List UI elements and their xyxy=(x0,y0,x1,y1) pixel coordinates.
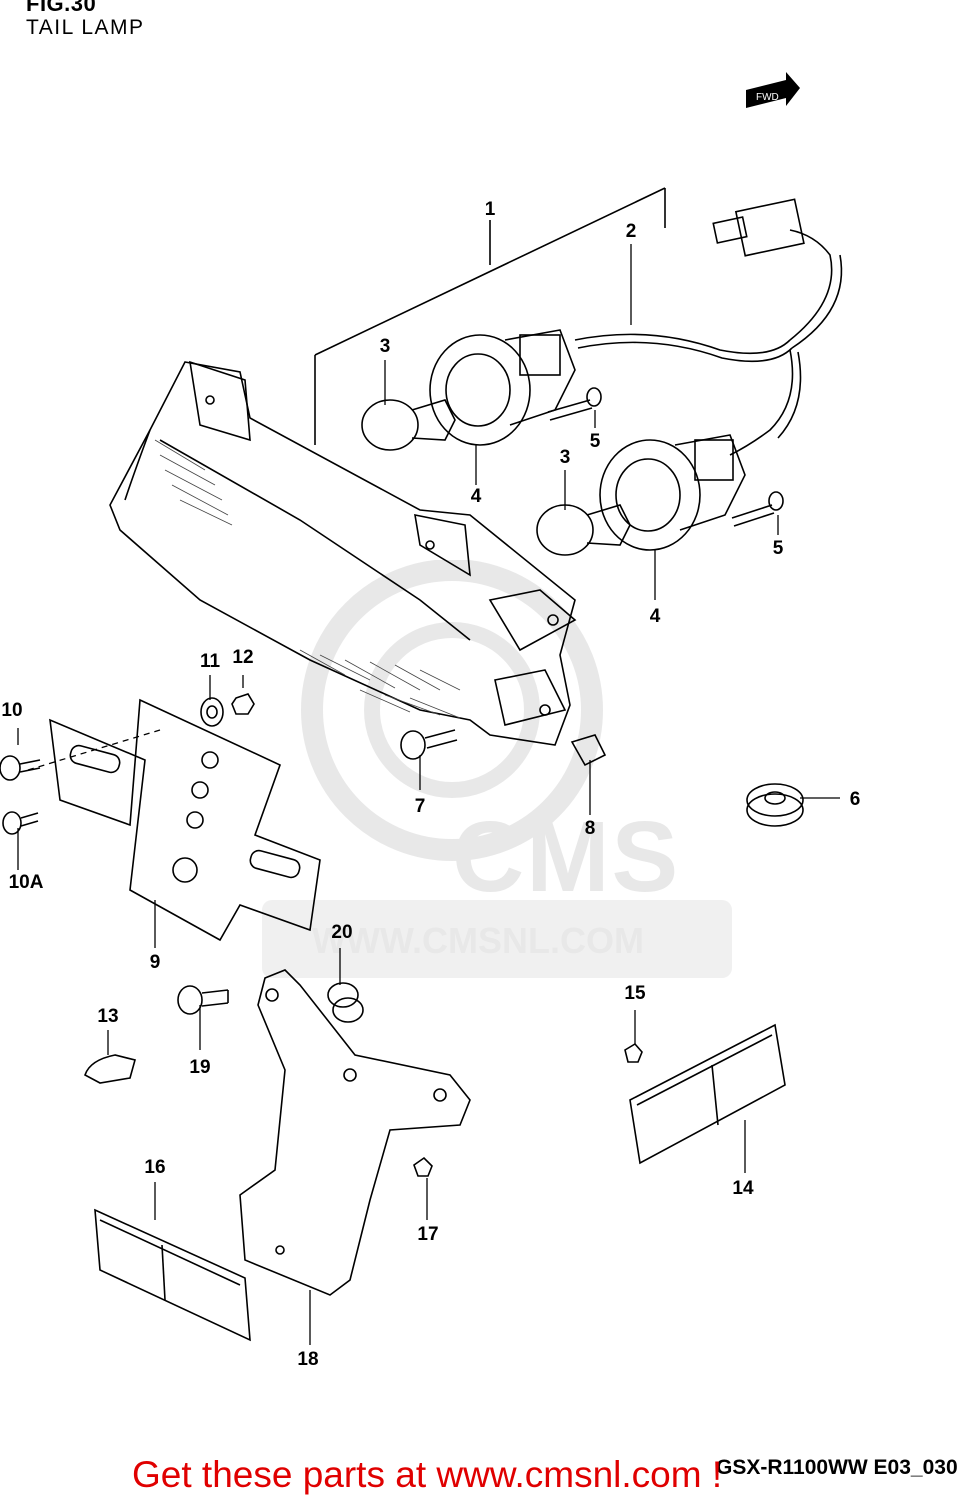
nut-17 xyxy=(413,1156,433,1177)
callout-19[interactable]: 19 xyxy=(189,1057,211,1078)
callout-15[interactable]: 15 xyxy=(624,983,646,1004)
watermark-brand: CMS xyxy=(452,801,681,913)
figure-title: FIG.30 xyxy=(26,0,97,16)
screw-lower xyxy=(731,491,784,527)
callout-17[interactable]: 17 xyxy=(417,1224,439,1245)
nut-12 xyxy=(231,693,255,715)
callout-14[interactable]: 14 xyxy=(732,1178,754,1199)
callout-3-lower[interactable]: 3 xyxy=(559,447,571,468)
plate-bracket-9 xyxy=(49,698,321,942)
figure-header: FIG.30 TAIL LAMP xyxy=(26,0,145,40)
bulb-socket-lower xyxy=(599,434,746,551)
callout-4-lower[interactable]: 4 xyxy=(649,606,661,627)
fwd-arrow-icon: FWD xyxy=(746,72,800,108)
figure-subtitle: TAIL LAMP xyxy=(26,16,145,39)
watermark-logo-icon xyxy=(262,559,732,978)
reflector-16 xyxy=(94,1208,251,1342)
callout-5-lower[interactable]: 5 xyxy=(772,538,784,559)
leader-lines xyxy=(17,244,840,1345)
callout-10[interactable]: 10 xyxy=(1,700,23,721)
callout-5-upper[interactable]: 5 xyxy=(589,431,601,452)
promo-link[interactable]: Get these parts at www.cmsnl.com ! xyxy=(132,1454,723,1495)
clip-8 xyxy=(570,734,607,767)
callout-20[interactable]: 20 xyxy=(331,922,353,943)
model-code: GSX-R1100WW E03_030 xyxy=(716,1456,958,1479)
collar-20 xyxy=(327,982,364,1023)
callout-11[interactable]: 11 xyxy=(199,651,221,672)
callout-4-upper[interactable]: 4 xyxy=(470,486,482,507)
callout-1[interactable]: 1 xyxy=(484,199,496,220)
callout-10a[interactable]: 10A xyxy=(8,872,44,893)
washer-11 xyxy=(200,697,224,727)
callout-16[interactable]: 16 xyxy=(144,1157,166,1178)
reflector-14 xyxy=(629,1023,786,1165)
wiring-harness xyxy=(574,198,843,456)
assembly-bracket-1 xyxy=(314,187,666,445)
watermark: CMS WWW.CMSNL.COM xyxy=(262,559,732,980)
cap-13 xyxy=(84,1054,136,1084)
bolt-10 xyxy=(0,755,41,781)
fwd-direction-marker: FWD xyxy=(742,70,802,125)
callout-9[interactable]: 9 xyxy=(149,952,161,973)
callout-13[interactable]: 13 xyxy=(97,1006,119,1027)
fwd-label: FWD xyxy=(756,92,779,103)
bulb-socket-upper xyxy=(429,329,576,446)
screw-7 xyxy=(400,729,458,760)
screw-10a xyxy=(2,811,39,835)
bolt-19 xyxy=(177,985,229,1015)
screw-upper xyxy=(547,387,602,421)
nut-15 xyxy=(624,1042,643,1063)
callout-3-upper[interactable]: 3 xyxy=(379,336,391,357)
tail-lamp-housing xyxy=(109,360,577,746)
callout-12[interactable]: 12 xyxy=(232,647,254,668)
grommet xyxy=(746,783,804,827)
callout-2[interactable]: 2 xyxy=(625,221,637,242)
watermark-url: WWW.CMSNL.COM xyxy=(312,920,644,961)
callout-18[interactable]: 18 xyxy=(297,1349,319,1370)
callout-8[interactable]: 8 xyxy=(584,818,596,839)
bracket-18 xyxy=(239,969,471,1296)
bulb-upper xyxy=(361,399,456,451)
bulb-lower xyxy=(536,504,631,556)
lens-hatching xyxy=(154,439,461,719)
callout-6[interactable]: 6 xyxy=(849,789,861,810)
callout-7[interactable]: 7 xyxy=(414,796,426,817)
